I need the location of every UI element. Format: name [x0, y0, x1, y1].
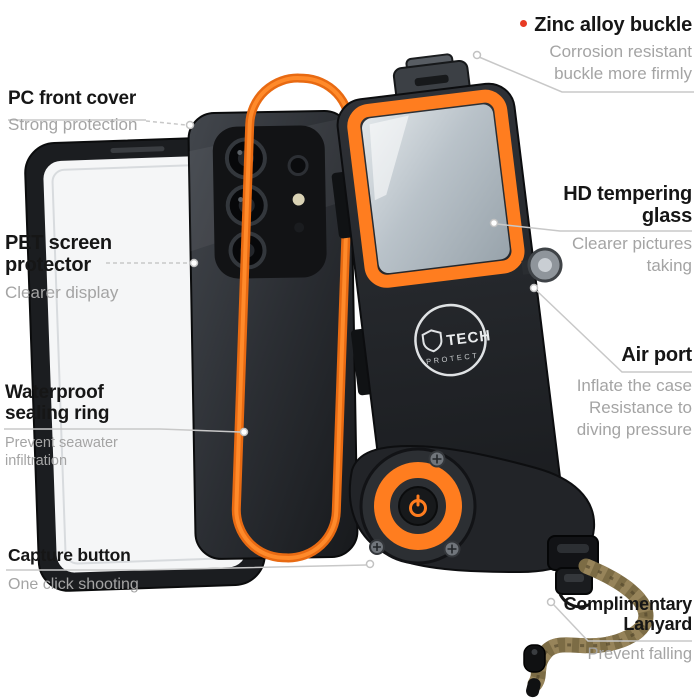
callout-hd-desc: Clearer pictures taking — [563, 233, 692, 277]
desc-line: Clearer pictures — [572, 233, 692, 253]
desc-line: Prevent seawater — [5, 434, 118, 451]
callout-zinc-title: Zinc alloy buckle — [520, 14, 692, 36]
clip-slot — [557, 544, 589, 553]
lens-glint — [237, 150, 243, 156]
brand-name: TECH — [446, 327, 493, 349]
desc-line: Prevent falling — [587, 645, 692, 664]
glass-reflection — [369, 115, 409, 201]
air-port-knob — [521, 247, 563, 283]
desc-line: buckle more firmly — [554, 64, 692, 84]
callout-pet-screen-protector: PET screen protector Clearer display — [5, 232, 118, 304]
callout-lanyard-title: Complimentary Lanyard — [563, 594, 693, 635]
desc-line: Strong protection — [8, 115, 138, 135]
rope-cord — [558, 593, 591, 609]
cord-lock-hole — [531, 649, 538, 655]
speaker-slot — [110, 146, 165, 153]
cord-lock-toggle — [523, 644, 546, 673]
lens-glint — [238, 197, 244, 203]
callout-air-desc: Inflate the case Resistance to diving pr… — [577, 375, 692, 440]
anchor-dot-air-port — [529, 283, 539, 293]
anchor-dot-sealing-ring — [239, 427, 249, 437]
callout-pc-front-cover: PC front cover Strong protection — [8, 88, 137, 136]
camera-sensor — [294, 222, 305, 233]
callout-capture-button: Capture button One click shooting — [8, 545, 139, 595]
leader-pc-front-cover-dashed — [145, 120, 187, 126]
anchor-dot-capture-button — [365, 559, 375, 569]
title-line: glass — [641, 205, 692, 228]
red-marker-dot-icon — [520, 20, 528, 28]
callout-pet-desc: Clearer display — [5, 282, 118, 304]
title-line: Waterproof — [5, 382, 104, 403]
title-line: Lanyard — [623, 614, 692, 635]
lanyard-rope — [523, 558, 654, 698]
callout-complimentary-lanyard: Complimentary Lanyard Prevent falling — [563, 594, 693, 665]
callout-air-port: Air port Inflate the case Resistance to … — [577, 344, 693, 441]
camera-module — [212, 125, 327, 279]
callout-leaders — [4, 56, 694, 642]
clip-buckle-slot — [564, 574, 584, 582]
desc-line: One click shooting — [8, 575, 139, 593]
callout-capture-desc: One click shooting — [8, 575, 139, 595]
callout-lanyard-desc: Prevent falling — [564, 644, 692, 665]
sealing-ring — [231, 73, 355, 563]
callout-zinc-title-text: Zinc alloy buckle — [534, 14, 692, 36]
anchor-dot-lanyard — [546, 597, 556, 607]
leader-zinc-buckle — [478, 56, 694, 93]
callout-air-title: Air port — [621, 344, 692, 366]
leader-sealing-ring — [4, 428, 241, 433]
desc-line: Resistance to — [589, 398, 692, 418]
callout-hd-title: HD tempering glass — [563, 183, 692, 228]
title-line: PET screen — [5, 232, 112, 254]
callout-waterproof-sealing-ring: Waterproof sealing ring Prevent seawater… — [5, 382, 118, 471]
sealing-ring-highlight — [234, 76, 352, 560]
callout-capture-title: Capture button — [8, 545, 131, 565]
rope-tip — [526, 678, 541, 698]
camera-flash — [292, 193, 305, 206]
anchor-dot-zinc-buckle — [472, 50, 482, 60]
leader-capture-button — [6, 564, 367, 571]
desc-line: Clearer display — [5, 282, 119, 302]
desc-line: Inflate the case — [576, 376, 692, 396]
camera-lens-small — [287, 155, 309, 177]
callout-zinc-alloy-buckle: Zinc alloy buckle Corrosion resistant bu… — [520, 14, 692, 85]
title-line: HD tempering — [563, 183, 692, 205]
title-line: Complimentary — [563, 594, 693, 614]
leader-lanyard — [552, 603, 692, 642]
desc-line: Corrosion resistant — [549, 42, 692, 62]
title-line: protector — [5, 254, 91, 277]
anchor-dots — [185, 50, 556, 607]
desc-line: infiltration — [5, 453, 68, 470]
callout-pc-title: PC front cover — [8, 88, 137, 109]
screw-icon — [428, 450, 446, 468]
anchor-dot-pet-screen — [189, 258, 199, 268]
leader-hd-glass — [496, 223, 692, 232]
desc-line: taking — [646, 255, 692, 275]
callout-ring-desc: Prevent seawater infiltration — [5, 434, 118, 471]
leader-air-port — [536, 290, 692, 373]
logo-circle — [414, 303, 487, 377]
title-line: sealing ring — [5, 403, 110, 425]
grip-handle — [348, 444, 599, 595]
capture-button-dial — [359, 447, 477, 565]
screw-icon — [443, 540, 461, 558]
buckle-slot — [414, 74, 449, 87]
shield-icon — [421, 329, 443, 353]
screw-icon — [369, 539, 385, 555]
desc-line: diving pressure — [576, 419, 692, 439]
callout-ring-title: Waterproof sealing ring — [5, 382, 118, 425]
glass-orange-frame — [347, 89, 525, 288]
callout-hd-tempering-glass: HD tempering glass Clearer pictures taki… — [563, 183, 692, 276]
dial-orange-ring — [374, 462, 462, 550]
anchor-dot-pc-front-cover — [185, 120, 195, 130]
callout-pet-title: PET screen protector — [5, 232, 118, 277]
case-back: TECH PROTECT — [331, 53, 567, 563]
knob-inner — [538, 258, 553, 273]
callout-pc-desc: Strong protection — [8, 114, 137, 136]
callout-zinc-desc: Corrosion resistant buckle more firmly — [520, 41, 692, 85]
anchor-dot-hd-glass — [489, 218, 499, 228]
